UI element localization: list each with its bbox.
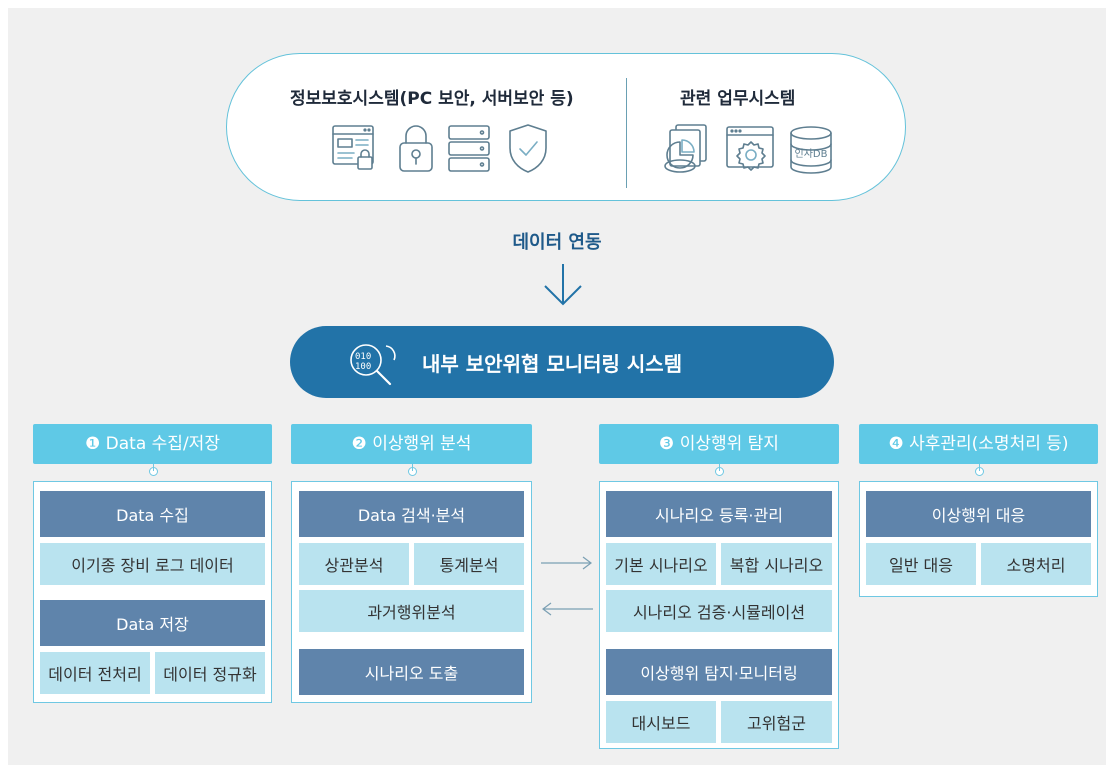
data-store-header: Data 저장 [40, 600, 265, 646]
panel-anomaly-detection: 시나리오 등록·관리 기본 시나리오 복합 시나리오 시나리오 검증·시뮬레이션… [599, 481, 839, 749]
panel-post-management: 이상행위 대응 일반 대응 소명처리 [859, 481, 1098, 597]
scenario-derivation: 시나리오 도출 [299, 649, 524, 695]
monitoring-system-title: 내부 보안위협 모니터링 시스템 [422, 352, 683, 376]
web-document-lock-icon [332, 125, 374, 170]
tab-anomaly-detection: ❸ 이상행위 탐지 [599, 424, 839, 476]
tab-label: ❷ 이상행위 분석 [351, 434, 472, 454]
tab-label: ❶ Data 수집/저장 [85, 434, 220, 454]
heterogeneous-log-data: 이기종 장비 로그 데이터 [40, 543, 265, 585]
composite-scenario: 복합 시나리오 [721, 543, 832, 585]
tab-data-collect-store: ❶ Data 수집/저장 [33, 424, 272, 476]
tab-label: ❸ 이상행위 탐지 [659, 434, 779, 454]
dashboard: 대시보드 [606, 701, 716, 743]
panel-anomaly-analysis: Data 검색·분석 상관분석 통계분석 과거행위분석 시나리오 도출 [291, 481, 532, 703]
arrow-left-icon [542, 602, 593, 616]
database-icon: 인사DB [788, 124, 834, 176]
explanation-processing: 소명처리 [981, 543, 1091, 585]
general-response: 일반 대응 [866, 543, 976, 585]
past-behavior-analysis: 과거행위분석 [299, 590, 524, 632]
scenario-verification-simulation: 시나리오 검증·시뮬레이션 [606, 590, 832, 632]
panel-data-collect-store: Data 수집 이기종 장비 로그 데이터 Data 저장 데이터 전처리 데이… [33, 481, 272, 703]
pill-divider [626, 78, 627, 188]
db-label: 인사DB [794, 149, 828, 160]
business-systems-title: 관련 업무시스템 [680, 89, 796, 109]
binary-magnifier-gear-icon: 010 100 [350, 344, 396, 386]
shield-check-icon [509, 124, 547, 173]
anomaly-detection-monitoring-header: 이상행위 탐지·모니터링 [606, 649, 832, 695]
svg-text:100: 100 [355, 362, 371, 372]
high-risk-group: 고위험군 [721, 701, 832, 743]
web-gear-icon [726, 126, 774, 171]
data-normalization: 데이터 정규화 [155, 652, 265, 694]
tab-label: ❹ 사후관리(소명처리 등) [888, 434, 1069, 454]
server-rack-icon [448, 125, 490, 172]
data-link-label: 데이터 연동 [512, 232, 602, 253]
source-systems-pill [226, 53, 906, 201]
data-search-analysis-header: Data 검색·분석 [299, 491, 524, 537]
security-systems-title: 정보보호시스템(PC 보안, 서버보안 등) [290, 89, 574, 109]
basic-scenario: 기본 시나리오 [606, 543, 716, 585]
correlation-analysis: 상관분석 [299, 543, 409, 585]
documents-pie-chart-icon [664, 124, 707, 173]
statistical-analysis: 통계분석 [414, 543, 524, 585]
anomaly-response-header: 이상행위 대응 [866, 491, 1091, 537]
svg-text:010: 010 [355, 352, 371, 362]
padlock-icon [399, 125, 433, 172]
tab-anomaly-analysis: ❷ 이상행위 분석 [291, 424, 532, 476]
scenario-register-manage-header: 시나리오 등록·관리 [606, 491, 832, 537]
arrow-down-icon [544, 264, 582, 306]
monitoring-system-bar: 010 100 내부 보안위협 모니터링 시스템 [290, 326, 834, 398]
data-preprocessing: 데이터 전처리 [40, 652, 150, 694]
arrow-right-icon [541, 556, 592, 570]
data-collect-header: Data 수집 [40, 491, 265, 537]
tab-post-management: ❹ 사후관리(소명처리 등) [859, 424, 1098, 476]
